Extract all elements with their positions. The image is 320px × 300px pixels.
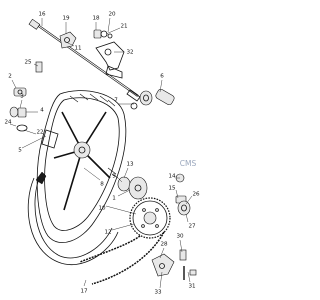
callout-7: 7 [114, 98, 118, 104]
callout-21: 21 [120, 24, 128, 30]
drive-chain [79, 231, 165, 285]
callout-27: 27 [188, 224, 196, 230]
callout-1: 1 [112, 196, 116, 202]
callout-16: 16 [38, 12, 46, 18]
callout-6: 6 [160, 74, 164, 80]
callout-4: 4 [40, 108, 44, 114]
callout-12: 12 [104, 230, 111, 236]
callout-11: 11 [74, 46, 82, 52]
sprocket-assembly [107, 167, 171, 239]
callout-25: 25 [24, 60, 32, 66]
callout-31: 31 [188, 284, 196, 290]
callout-22: 22 [36, 130, 43, 136]
right-spacer-parts [130, 88, 175, 110]
callout-13: 13 [126, 162, 134, 168]
callout-10: 10 [98, 206, 106, 212]
callout-15: 15 [168, 186, 176, 192]
callout-24: 24 [4, 120, 12, 126]
callout-32: 32 [126, 50, 133, 56]
wheel-assembly [36, 90, 127, 243]
callout-8: 8 [100, 182, 104, 188]
left-collar-parts [9, 61, 43, 132]
callout-28: 28 [160, 242, 168, 248]
rear-axle [28, 18, 141, 102]
callout-labels: 16 19 18 20 21 11 32 25 2 3 4 24 22 5 7 … [4, 12, 200, 296]
callout-18: 18 [92, 16, 100, 22]
callout-9: 9 [112, 174, 116, 180]
callout-20: 20 [108, 12, 116, 18]
callout-26: 26 [192, 192, 200, 198]
callout-14: 14 [168, 174, 176, 180]
callout-2: 2 [8, 74, 12, 80]
chain-adjuster-bracket [95, 41, 125, 79]
upper-small-hardware [59, 29, 113, 49]
tire [27, 171, 119, 266]
callout-19: 19 [62, 16, 70, 22]
right-adjuster-parts [151, 173, 197, 280]
watermark-logo: CMS [180, 159, 197, 168]
callout-17: 17 [80, 289, 88, 295]
callout-3: 3 [20, 94, 24, 100]
exploded-parts-diagram: 16 19 18 20 21 11 32 25 2 3 4 24 22 5 7 … [4, 12, 200, 296]
leader-lines [9, 17, 193, 289]
callout-33: 33 [154, 290, 162, 296]
callout-30: 30 [176, 234, 184, 240]
callout-5: 5 [18, 148, 22, 154]
